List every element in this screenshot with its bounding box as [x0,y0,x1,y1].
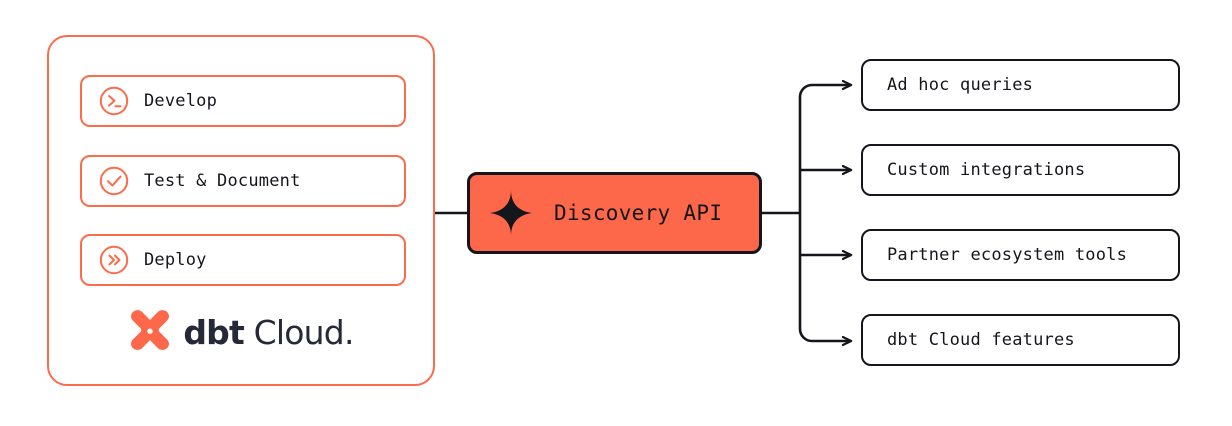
stage-label: Test & Document [144,171,301,191]
wordmark-cloud [244,313,254,352]
wordmark-cloud-text: Cloud [253,312,345,352]
terminal-prompt-icon [99,86,129,116]
output-label: dbt Cloud features [887,330,1075,350]
discovery-api-label: Discovery API [554,201,723,225]
output-box-custom-integrations[interactable]: Custom integrations [861,144,1180,196]
stage-label: Develop [144,91,218,111]
dbt-cloud-logo: dbt Cloud. [49,302,433,362]
dbt-x-mark-icon [131,310,170,350]
stage-item-test-and-document[interactable]: Test & Document [80,155,406,207]
double-chevron-right-icon [99,245,129,275]
output-box-ad-hoc-queries[interactable]: Ad hoc queries [861,59,1180,111]
output-label: Partner ecosystem tools [887,245,1128,265]
dbt-cloud-panel: Develop Test & Document Deploy dbt Cloud… [47,35,435,386]
wordmark-dot: . [343,312,354,352]
dbt-cloud-wordmark: dbt Cloud. [183,312,354,352]
output-label: Ad hoc queries [887,75,1034,95]
wordmark-dbt: dbt [183,312,244,352]
output-label: Custom integrations [887,160,1086,180]
output-box-dbt-cloud-features[interactable]: dbt Cloud features [861,314,1180,366]
stage-item-deploy[interactable]: Deploy [80,234,406,286]
connector-trunk [798,83,818,343]
stage-item-develop[interactable]: Develop [80,75,406,127]
sparkle-star-icon [490,190,532,236]
check-circle-icon [99,166,129,196]
discovery-api-node[interactable]: Discovery API [467,172,762,254]
stage-label: Deploy [144,250,207,270]
output-box-partner-ecosystem-tools[interactable]: Partner ecosystem tools [861,229,1180,281]
